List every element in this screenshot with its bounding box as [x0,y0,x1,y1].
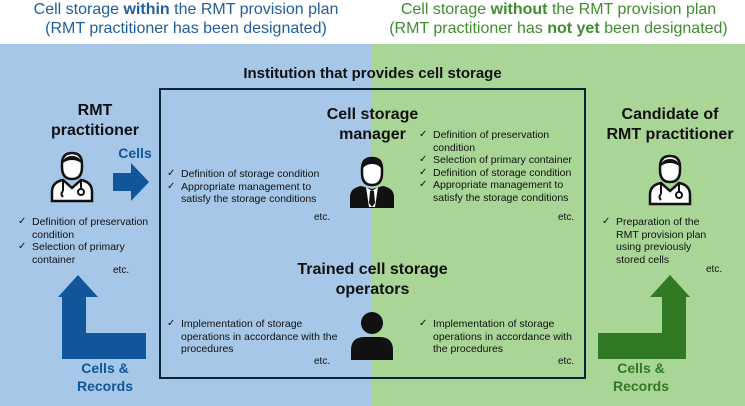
list-item: Selection of primary container [18,241,158,266]
cells-arrow-icon [113,163,149,201]
rmt-practitioner-title: RMT practitioner [50,102,139,139]
operators-title: Trained cell storage operators [297,261,448,298]
institution-box [159,88,586,379]
manager-left-etc: etc. [314,212,331,223]
manager-right-etc: etc. [558,212,575,223]
list-item: Selection of primary container [419,154,584,167]
operators-list-right: Implementation of storage operations in … [419,318,584,356]
doctor-icon [50,151,94,203]
manager-list-right: Definition of preservation condition Sel… [419,129,584,204]
return-arrow-blue-icon [58,275,146,359]
list-item: Definition of storage condition [167,168,342,181]
list-item: Implementation of storage operations in … [167,318,347,356]
list-item: Appropriate management to satisfy the st… [419,179,584,204]
cell-storage-manager-title: Cell storage manager [326,106,419,143]
operator-icon [351,312,393,360]
rmt-practitioner-list: Definition of preservation condition Sel… [18,216,158,266]
operators-list-left: Implementation of storage operations in … [167,318,347,356]
candidate-list: Preparation of the RMT provision plan us… [602,216,712,266]
list-item: Definition of storage condition [419,167,584,180]
institution-title: Institution that provides cell storage [243,65,502,82]
cells-records-right-label: Cells & Records [612,360,670,394]
list-item: Preparation of the RMT provision plan us… [602,216,712,266]
candidate-doctor-icon [648,154,692,206]
return-arrow-green-icon [598,275,690,359]
list-item: Definition of preservation condition [419,129,584,154]
rmt-practitioner-etc: etc. [113,265,130,276]
candidate-etc: etc. [706,264,723,275]
cells-records-left-label: Cells & Records [76,360,134,394]
manager-icon [350,156,394,208]
operators-left-etc: etc. [314,356,331,367]
header-without-plan: Cell storage without the RMT provision p… [389,1,728,37]
cells-label: Cells [118,145,152,161]
header-within-plan: Cell storage within the RMT provision pl… [33,1,339,37]
list-item: Appropriate management to satisfy the st… [167,181,342,206]
manager-list-left: Definition of storage condition Appropri… [167,168,342,206]
candidate-title: Candidate of RMT practitioner [606,106,734,143]
operators-right-etc: etc. [558,356,575,367]
list-item: Definition of preservation condition [18,216,158,241]
list-item: Implementation of storage operations in … [419,318,584,356]
